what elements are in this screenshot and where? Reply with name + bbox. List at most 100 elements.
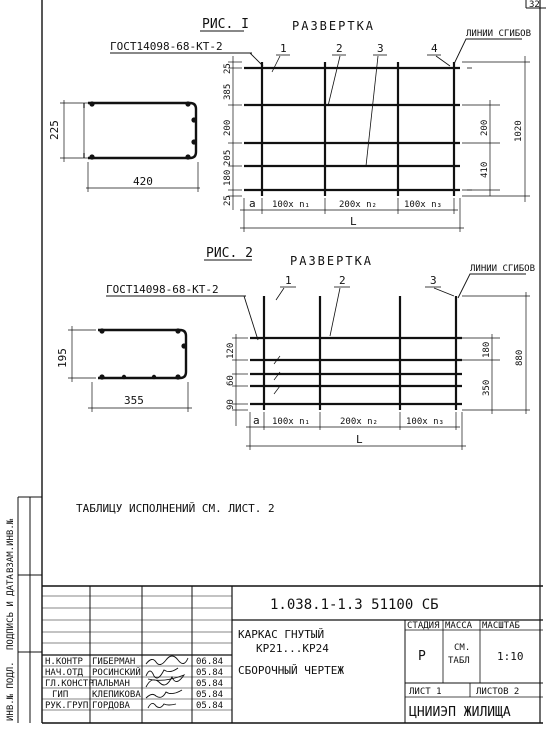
signature-3 bbox=[145, 674, 186, 688]
doc-code: 1.038.1-1.3 51100 СБ bbox=[270, 597, 439, 613]
fig2-heading: РАЗВЕРТКА bbox=[290, 254, 373, 268]
fig1-section-height: 225 bbox=[48, 120, 61, 140]
fig1-left-dim-chain bbox=[228, 56, 242, 210]
fig1-dim-a: a bbox=[249, 197, 256, 210]
role-5: РУК.ГРУП bbox=[45, 701, 88, 711]
fig2-dim-880: 880 bbox=[515, 350, 525, 366]
fig1-transverse-bars bbox=[260, 62, 456, 196]
fig2-gost: ГОСТ14098-68-КТ-2 bbox=[106, 283, 219, 296]
name-3: ПАЛЬМАН bbox=[92, 679, 130, 689]
fig2-dim-350: 350 bbox=[482, 380, 492, 396]
organization: ЦНИИЭП ЖИЛИЩА bbox=[409, 705, 511, 720]
fig2-dim-L: L bbox=[356, 433, 363, 446]
fig1-dim-25-top: 25 bbox=[223, 63, 233, 74]
side-label-signature: ПОДПИСЬ И ДАТА bbox=[6, 574, 16, 650]
figure-2: РИС. 2 РАЗВЕРТКА ГОСТ14098-68-КТ-2 ЛИНИИ… bbox=[56, 246, 535, 450]
fig1-dim-205: 205 bbox=[223, 150, 233, 166]
table-note: ТАБЛИЦУ ИСПОЛНЕНИЙ СМ. ЛИСТ. 2 bbox=[76, 502, 275, 515]
sheet-number: 32 bbox=[529, 0, 540, 10]
fig1-dim-200-right: 200 bbox=[480, 120, 490, 136]
role-2: НАЧ.ОТД bbox=[45, 668, 84, 678]
fig1-title: РИС. I bbox=[202, 17, 249, 32]
fig1-dim-25-bottom: 25 bbox=[223, 195, 233, 206]
fig2-bottom-dim-chain bbox=[246, 412, 466, 450]
sheets-value: ЛИСТОВ 2 bbox=[476, 687, 519, 697]
fig2-dim-100n1: 100х n₁ bbox=[272, 417, 310, 427]
fig2-section-width: 355 bbox=[124, 394, 144, 407]
fig2-section bbox=[68, 326, 192, 412]
fig1-dim-200: 200 bbox=[223, 120, 233, 136]
signature-rows: Н.КОНТР ГИБЕРМАН 06.84 НАЧ.ОТД РОСИНСКИЙ… bbox=[45, 657, 223, 711]
fig1-section-width: 420 bbox=[133, 175, 153, 188]
item-name-2: КР21...КР24 bbox=[256, 642, 329, 655]
fig1-dim-410: 410 bbox=[480, 162, 490, 178]
fig1-heading: РАЗВЕРТКА bbox=[292, 19, 375, 33]
fig1-dim-385: 385 bbox=[223, 84, 233, 100]
date-5: 05.84 bbox=[196, 701, 223, 711]
side-label-inventory: ИНВ.№ ПОДЛ. bbox=[6, 661, 16, 721]
fig2-transverse-bars bbox=[262, 296, 458, 410]
fig1-dim-L: L bbox=[350, 215, 357, 228]
fig2-callout-1: 1 bbox=[285, 274, 292, 287]
fig1-dim-100n1: 100х n₁ bbox=[272, 200, 310, 210]
fig2-right-dim-chain bbox=[462, 292, 530, 414]
fig1-right-dim-chain bbox=[462, 56, 530, 202]
fig1-dim-200n2: 200х n₂ bbox=[339, 200, 377, 210]
fig1-section bbox=[60, 100, 200, 192]
signature-1 bbox=[145, 655, 189, 665]
fig2-section-height: 195 bbox=[56, 348, 69, 368]
mass-header: МАССА bbox=[445, 621, 473, 631]
side-label-replace: ВЗАМ.ИНВ.№ bbox=[6, 518, 16, 573]
fig1-callout-1: 1 bbox=[280, 42, 287, 55]
fig1-callout-4: 4 bbox=[431, 42, 438, 55]
fig2-dim-120: 120 bbox=[226, 343, 236, 359]
scale-value: 1:10 bbox=[497, 650, 524, 663]
fig1-callout-3: 3 bbox=[377, 42, 384, 55]
fig1-callout-2: 2 bbox=[336, 42, 343, 55]
name-4: КЛЕПИКОВА bbox=[92, 690, 141, 700]
fig1-dim-180: 180 bbox=[223, 170, 233, 186]
scale-header: МАСШТАБ bbox=[482, 621, 520, 631]
fig1-longitudinal-bars bbox=[244, 66, 460, 192]
fig1-fold-lines: ЛИНИИ СГИБОВ bbox=[466, 29, 531, 39]
signatures bbox=[145, 655, 189, 709]
fig1-fold-marks bbox=[467, 67, 472, 191]
fig1-gost: ГОСТ14098-68-КТ-2 bbox=[110, 40, 223, 53]
sheet-value: ЛИСТ 1 bbox=[409, 687, 442, 697]
title-block bbox=[42, 585, 543, 723]
signature-2 bbox=[145, 667, 179, 679]
fig2-hatch-marks bbox=[273, 355, 281, 395]
fig2-dim-90: 90 bbox=[226, 399, 236, 410]
stage-value: Р bbox=[418, 649, 426, 664]
fig1-section-rebars bbox=[89, 101, 197, 160]
fig2-dim-180-right: 180 bbox=[482, 342, 492, 358]
fig2-fold-lines: ЛИНИИ СГИБОВ bbox=[470, 264, 535, 274]
fig2-longitudinal-bars bbox=[250, 336, 462, 406]
fig2-left-dim-chain bbox=[232, 334, 248, 426]
stage-header: СТАДИЯ bbox=[407, 621, 440, 631]
figure-1: РИС. I РАЗВЕРТКА ГОСТ14098-68-КТ-2 ЛИНИИ… bbox=[48, 17, 531, 232]
name-2: РОСИНСКИЙ bbox=[92, 666, 141, 678]
signature-4 bbox=[145, 689, 183, 699]
fig2-section-rebars bbox=[99, 328, 187, 380]
mass-value-2: ТАБЛ bbox=[448, 656, 470, 666]
fig2-dim-200n2: 200х n₂ bbox=[340, 417, 378, 427]
fig2-title: РИС. 2 bbox=[206, 246, 253, 261]
date-1: 06.84 bbox=[196, 657, 223, 667]
side-stamp bbox=[17, 496, 42, 723]
mass-value-1: СМ. bbox=[454, 643, 470, 653]
date-3: 05.84 bbox=[196, 679, 223, 689]
name-1: ГИБЕРМАН bbox=[92, 657, 135, 667]
fig2-dim-a: a bbox=[253, 414, 260, 427]
fig2-callout-3: 3 bbox=[430, 274, 437, 287]
item-name-1: КАРКАС ГНУТЫЙ bbox=[238, 628, 324, 641]
role-1: Н.КОНТР bbox=[45, 657, 84, 667]
date-4: 05.84 bbox=[196, 690, 223, 700]
fig1-bottom-dim-chain bbox=[240, 198, 464, 232]
date-2: 05.84 bbox=[196, 668, 223, 678]
item-name-3: СБОРОЧНЫЙ ЧЕРТЕЖ bbox=[238, 664, 344, 677]
role-4: ГИП bbox=[52, 690, 68, 700]
sheet-frame bbox=[41, 0, 546, 724]
fig2-dim-100n3: 100х n₃ bbox=[406, 417, 444, 427]
